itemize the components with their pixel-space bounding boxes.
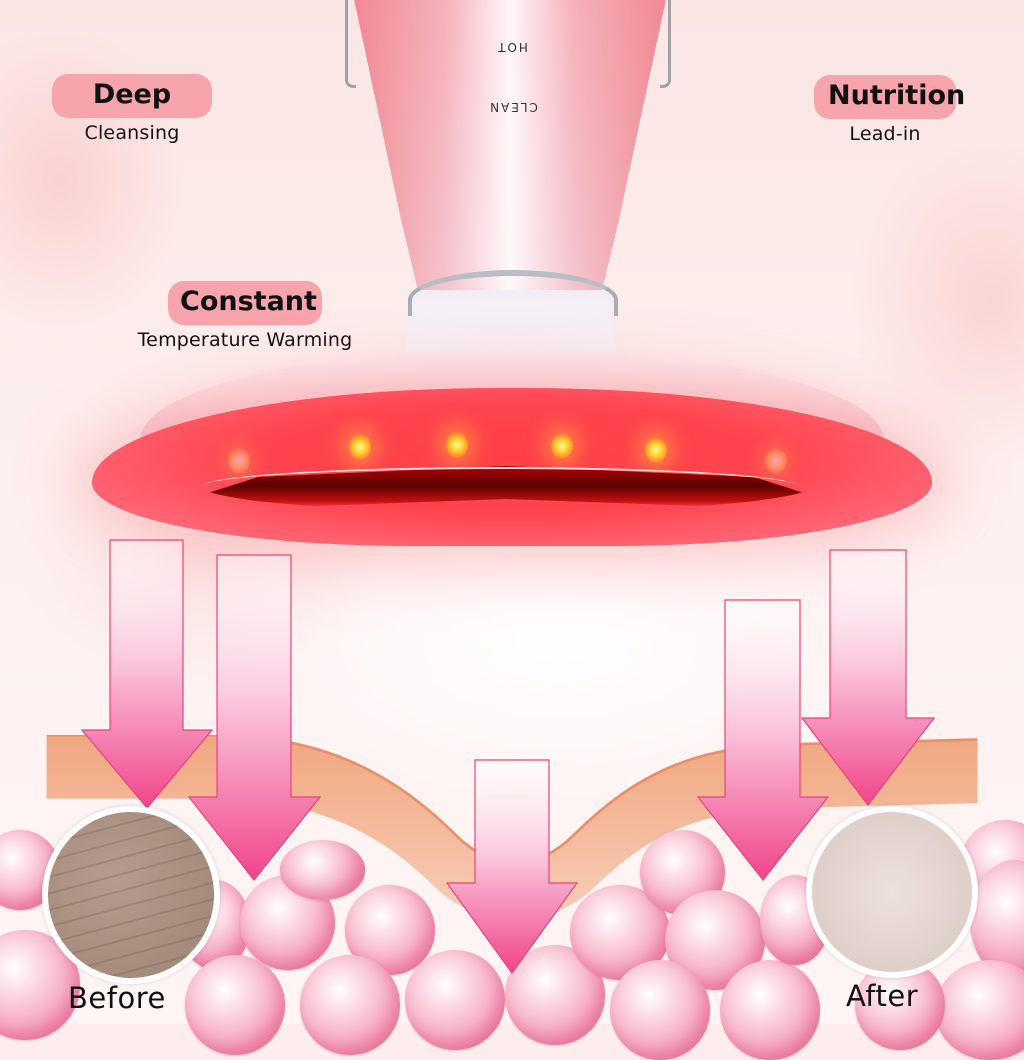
arrow-down-icon — [187, 554, 322, 881]
feature-title: Constant — [168, 281, 322, 325]
arrow-down-icon — [696, 599, 830, 881]
before-label: Before — [68, 981, 166, 1015]
led-light — [645, 437, 667, 463]
arrow-down-icon — [445, 759, 579, 975]
device-metal-bar-highlight — [200, 467, 800, 487]
feature-constant-temperature: Constant Temperature Warming — [100, 281, 390, 351]
led-light — [551, 433, 573, 459]
led-light — [349, 434, 371, 460]
feature-title: Nutrition — [814, 75, 965, 119]
cell — [280, 840, 365, 900]
led-light — [228, 448, 250, 474]
feature-subtitle: Lead-in — [849, 123, 921, 145]
feature-subtitle: Cleansing — [84, 122, 180, 144]
feature-subtitle: Temperature Warming — [137, 329, 353, 351]
after-skin-photo — [806, 806, 978, 978]
led-light — [446, 432, 468, 458]
arrow-down-icon — [80, 539, 214, 809]
device-chrome-trim-right — [660, 0, 671, 88]
arrow-down-icon — [800, 549, 936, 806]
before-skin-photo — [42, 806, 220, 984]
feature-deep-cleansing: Deep Cleansing — [52, 74, 212, 144]
arrows-layer — [80, 539, 936, 975]
feature-nutrition-lead-in: Nutrition Lead-in — [800, 75, 970, 145]
feature-title: Deep — [52, 74, 212, 118]
led-light — [765, 448, 787, 474]
after-label: After — [846, 979, 919, 1013]
device-chrome-trim-left — [345, 0, 356, 88]
